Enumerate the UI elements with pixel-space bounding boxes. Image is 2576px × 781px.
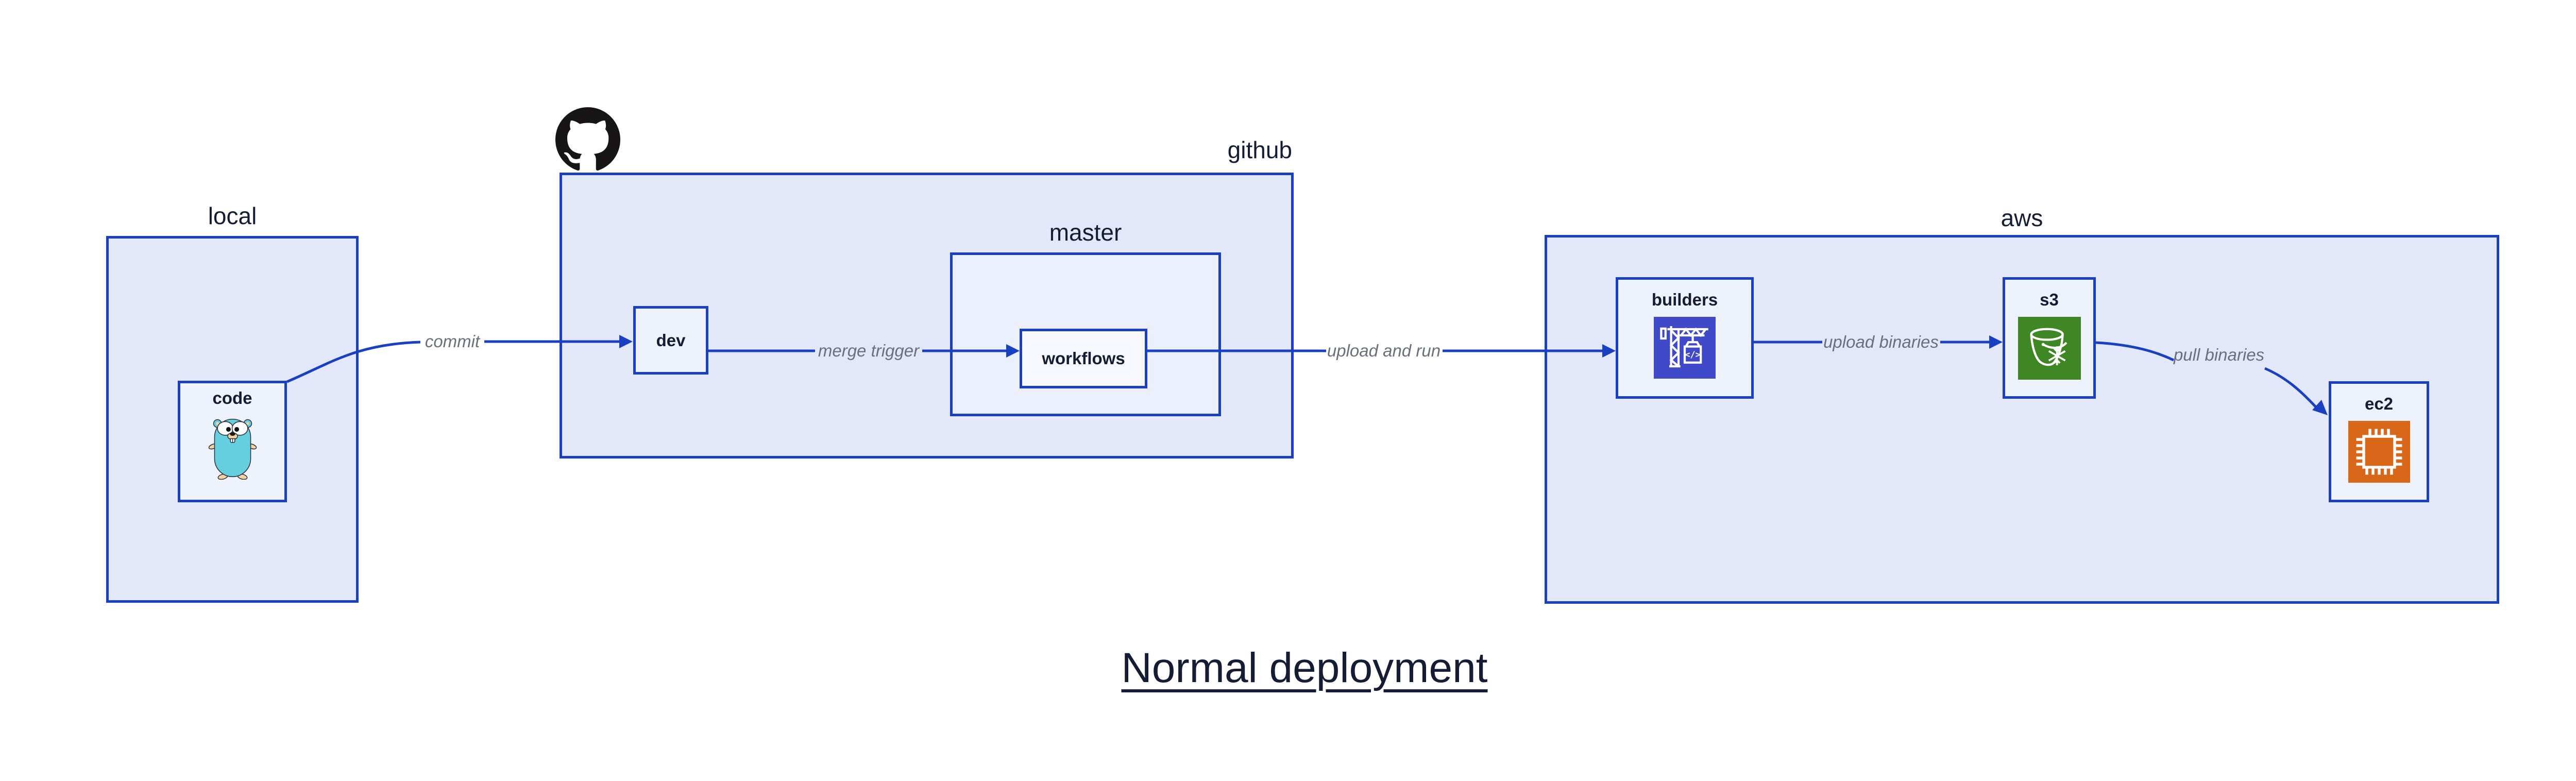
group-aws-label: aws — [2001, 205, 2043, 231]
go-gopher-icon — [208, 415, 257, 482]
github-octocat-icon — [555, 107, 620, 173]
codebuild-crane-icon: </> — [1653, 317, 1716, 381]
node-code: code — [178, 381, 287, 502]
diagram-title: Normal deployment — [1121, 644, 1488, 691]
node-ec2: ec2 — [2329, 381, 2429, 502]
edge-upload-binaries-label: upload binaries — [1823, 332, 1939, 351]
node-code-label: code — [212, 388, 252, 408]
node-workflows-label: workflows — [1042, 349, 1125, 368]
group-github-label: github — [1227, 137, 1292, 163]
edge-commit-label: commit — [425, 332, 480, 351]
group-master-label: master — [1049, 219, 1122, 246]
node-ec2-label: ec2 — [2364, 394, 2394, 413]
svg-text:</>: </> — [1685, 349, 1700, 360]
node-dev: dev — [633, 306, 708, 375]
node-dev-label: dev — [656, 330, 686, 350]
edge-pull-binaries-label: pull binaries — [2173, 345, 2265, 364]
ec2-chip-icon — [2348, 421, 2411, 485]
node-workflows: workflows — [1020, 329, 1147, 388]
edge-upload-and-run-label: upload and run — [1327, 341, 1441, 360]
node-s3-label: s3 — [2040, 290, 2059, 309]
node-builders: builders </> — [1616, 277, 1754, 399]
group-local-label: local — [208, 202, 257, 229]
edge-merge-trigger-label: merge trigger — [818, 341, 920, 360]
node-builders-label: builders — [1651, 290, 1718, 309]
node-s3: s3 — [2003, 277, 2096, 399]
s3-glacier-bucket-icon — [2018, 317, 2081, 382]
